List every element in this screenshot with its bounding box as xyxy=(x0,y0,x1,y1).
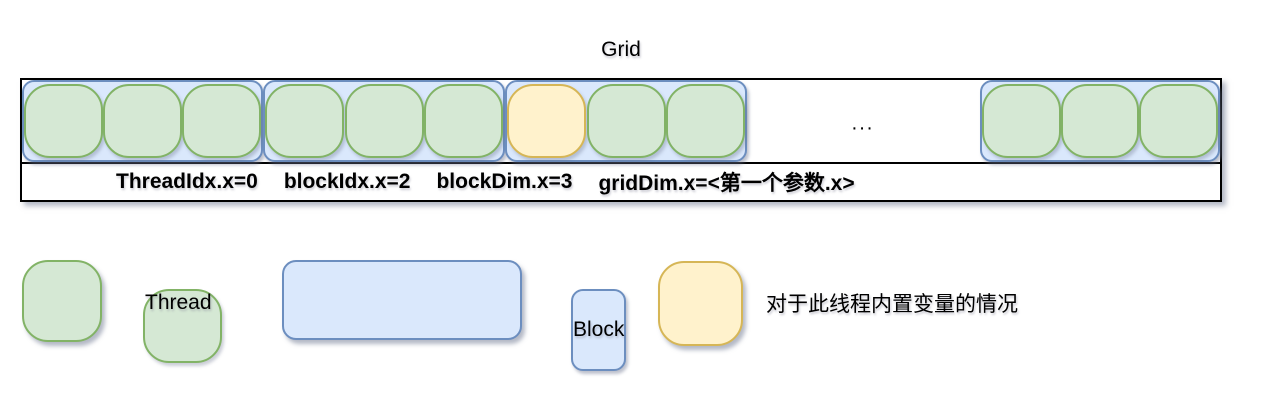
variable-value: blockIdx.x=2 xyxy=(283,170,411,193)
highlighted-thread xyxy=(507,84,586,158)
thread xyxy=(344,84,424,158)
legend-block-swatch xyxy=(282,260,522,340)
thread xyxy=(982,84,1061,158)
block-3 xyxy=(980,80,1220,162)
thread xyxy=(1139,84,1219,158)
thread xyxy=(265,84,344,158)
ellipsis: ... xyxy=(851,112,875,135)
thread xyxy=(586,84,666,158)
thread xyxy=(24,84,103,158)
legend-block-label: Block xyxy=(571,289,627,371)
thread xyxy=(666,84,745,158)
block-2 xyxy=(505,80,747,162)
legend-highlight-swatch xyxy=(658,261,743,346)
blocks-row: ... xyxy=(22,80,1220,162)
thread xyxy=(424,84,503,158)
grid-container: ... ThreadIdx.x=0 blockIdx.x=2 blockDim.x=… xyxy=(20,78,1222,202)
block-0 xyxy=(22,80,263,162)
variable-value: blockDim.x=3 xyxy=(436,170,573,193)
builtin-variables-row: ThreadIdx.x=0 blockIdx.x=2 blockDim.x=3 gri… xyxy=(22,162,1220,200)
legend-thread-swatch xyxy=(22,260,102,342)
legend-thread-label: Thread xyxy=(143,289,222,363)
thread xyxy=(182,84,261,158)
grid-title: Grid xyxy=(601,38,641,61)
thread xyxy=(103,84,182,158)
thread xyxy=(1060,84,1140,158)
legend-highlight-label: 对于此线程内置变量的情况 xyxy=(766,293,1018,316)
variable-value: ThreadIdx.x=0 xyxy=(116,170,258,193)
block-1 xyxy=(263,80,505,162)
variable-value: gridDim.x=<第一个参数.x> xyxy=(598,172,855,195)
